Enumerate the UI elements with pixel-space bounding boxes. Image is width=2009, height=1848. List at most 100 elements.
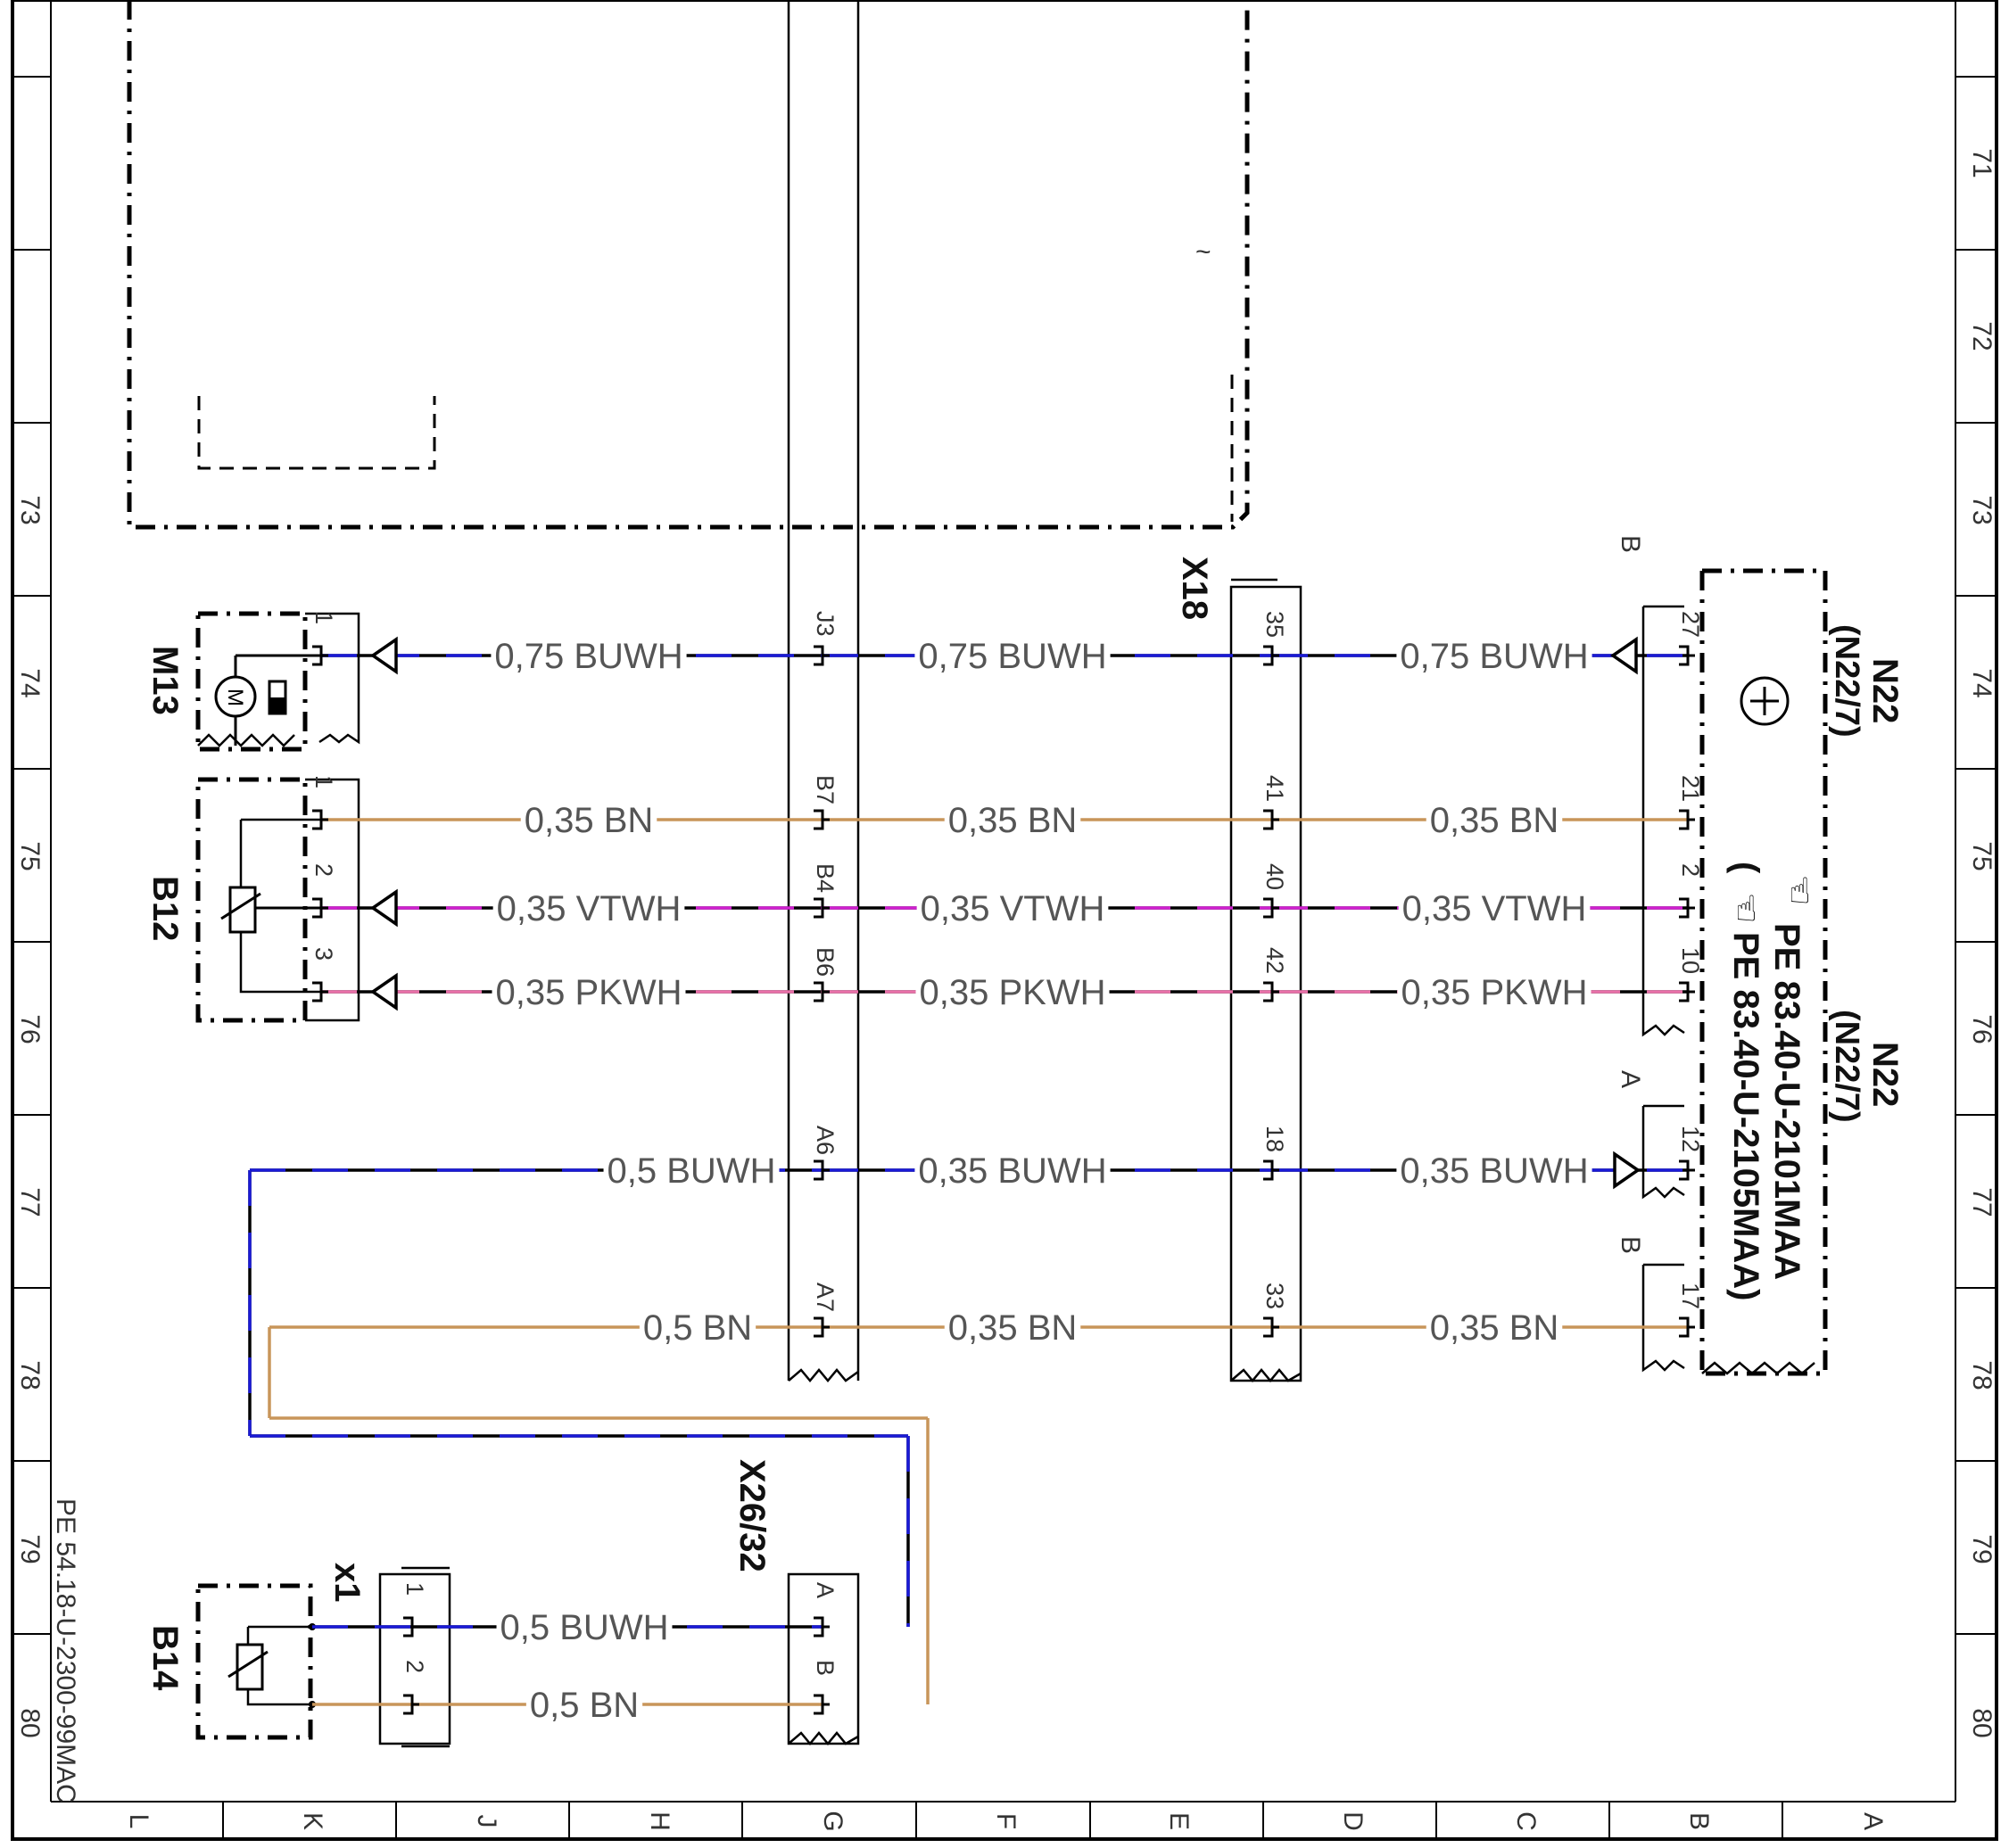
wire-label: 0,5 BUWH xyxy=(500,1608,669,1647)
pin-number: 40 xyxy=(1261,863,1288,890)
grid-number: 77 xyxy=(1967,1187,1997,1217)
grid-number: 78 xyxy=(15,1360,45,1390)
wire-label: 0,35 BN xyxy=(948,1308,1078,1348)
grid-letter: J xyxy=(472,1815,501,1828)
pin-number: B6 xyxy=(812,947,839,977)
pin-number: 1 xyxy=(310,611,337,624)
pin-number: 18 xyxy=(1261,1126,1288,1152)
wire-label: 0,35 PKWH xyxy=(496,973,682,1012)
wire-label-bg xyxy=(1396,1151,1592,1190)
n22-label: N22 xyxy=(1865,658,1905,723)
pin-number: 21 xyxy=(1677,775,1704,802)
reference-label: PE 83.40-U-2101MAA xyxy=(1767,923,1806,1280)
pin-marker xyxy=(1679,897,1695,919)
grid-letter: C xyxy=(1511,1811,1541,1831)
pin-number: J3 xyxy=(812,611,839,637)
wire-label-bg xyxy=(915,972,1110,1011)
module-n22: B A B N22 (N22/7) N22 (N22/7) ☜ PE 83.40… xyxy=(1616,535,1905,1376)
component-b12: B12 xyxy=(145,777,360,1023)
wire-label-bg xyxy=(1397,972,1591,1011)
transistor-icon xyxy=(1740,676,1790,726)
pin-number: 2 xyxy=(1677,863,1704,877)
grid-letter: B xyxy=(1684,1812,1714,1830)
wire-label-bg xyxy=(1426,1308,1563,1347)
signal-arrow-icon xyxy=(1609,636,1638,675)
pin-number: A6 xyxy=(812,1126,839,1155)
connector-label: B xyxy=(1616,1236,1645,1254)
pin-marker xyxy=(1263,809,1279,830)
pin-marker xyxy=(814,1694,830,1715)
pin-marker xyxy=(1679,981,1695,1002)
wire-label: 0,5 BUWH xyxy=(608,1151,776,1191)
pin-marker xyxy=(1263,645,1279,666)
pin-number: 27 xyxy=(1677,611,1704,638)
pin-number: 12 xyxy=(1677,1126,1704,1152)
connector-x1: x1 xyxy=(327,1563,451,1748)
n22-sub-label: (N22/7) xyxy=(1828,624,1865,738)
wire-label-bg xyxy=(944,800,1081,839)
pin-marker xyxy=(312,809,328,830)
reference-label: PE 83.40-U-2105MAA) xyxy=(1726,932,1765,1301)
hand-icon: ☜ xyxy=(1725,892,1766,924)
grid-letter: A xyxy=(1858,1812,1888,1830)
wire-label-bg xyxy=(492,972,686,1011)
grid-number: 78 xyxy=(1967,1360,1997,1390)
pin-number: 41 xyxy=(1261,775,1288,802)
grid-number: 76 xyxy=(1967,1014,1997,1044)
hand-icon: ☜ xyxy=(1779,874,1820,906)
grid-number: 75 xyxy=(1967,841,1997,870)
wire-label-bg xyxy=(916,888,1109,928)
b12-label: B12 xyxy=(145,876,185,941)
grid-numbers-left: 73 74 75 76 77 78 79 80 xyxy=(15,495,45,1737)
grid-letter: H xyxy=(645,1811,674,1831)
pin-marker xyxy=(814,1316,830,1338)
wire-label: 0,75 BUWH xyxy=(1400,637,1588,676)
wire-label: 0,35 BN xyxy=(1430,801,1559,840)
grid-letter: D xyxy=(1338,1811,1368,1831)
b14-label: B14 xyxy=(145,1625,185,1691)
drawing-frame xyxy=(11,0,1998,1841)
grid-number: 73 xyxy=(15,495,45,524)
wire-label: 0,35 BN xyxy=(1430,1308,1559,1348)
pin-marker xyxy=(1263,1316,1279,1338)
wire-label-bg xyxy=(639,1308,756,1347)
pin-number: 35 xyxy=(1261,611,1288,638)
grid-letter: F xyxy=(991,1813,1021,1829)
grid-letter: G xyxy=(818,1811,847,1831)
pin-marker xyxy=(403,1616,419,1638)
pin-number: B xyxy=(812,1660,839,1676)
wire-label: 0,5 BN xyxy=(530,1686,639,1725)
x1-label: x1 xyxy=(327,1563,367,1603)
pin-marker xyxy=(1679,809,1695,830)
grid-letters: L K J H G F E D C B A xyxy=(124,1811,1888,1831)
wire-label-bg xyxy=(914,636,1111,675)
connector-label: B xyxy=(1616,535,1645,553)
connector-x26-32: X26/32 xyxy=(732,1459,860,1745)
drawing-number: PE 54.18-U-2300-99MAC xyxy=(51,1498,80,1803)
grid-letter: L xyxy=(124,1814,153,1829)
wire-label-bg xyxy=(914,1151,1111,1190)
wire-label-bg xyxy=(1426,800,1563,839)
grid-number: 80 xyxy=(15,1708,45,1737)
pin-marker xyxy=(1263,897,1279,919)
grid-number: 71 xyxy=(1967,148,1997,177)
pin-number: 42 xyxy=(1261,947,1288,974)
signal-arrow-icon xyxy=(1613,1151,1641,1190)
connector-label: A xyxy=(1616,1070,1645,1088)
pin-number: B4 xyxy=(812,863,839,893)
tilde-symbol: ~ xyxy=(1195,237,1211,267)
pin-marker xyxy=(1263,981,1279,1002)
wire-label-bg xyxy=(944,1308,1081,1347)
pin-marker xyxy=(814,981,830,1002)
motor-icon: M xyxy=(214,654,321,746)
pin-marker xyxy=(1679,645,1695,666)
grid-letter: E xyxy=(1164,1812,1194,1830)
wire-label: 0,75 BUWH xyxy=(918,637,1106,676)
wire-label-bg xyxy=(492,888,685,928)
wire-label: 0,35 BUWH xyxy=(1400,1151,1588,1191)
pin-number: A xyxy=(812,1582,839,1598)
wire-label: 0,35 PKWH xyxy=(1401,973,1588,1012)
wire-label: 0,35 VTWH xyxy=(921,889,1105,928)
